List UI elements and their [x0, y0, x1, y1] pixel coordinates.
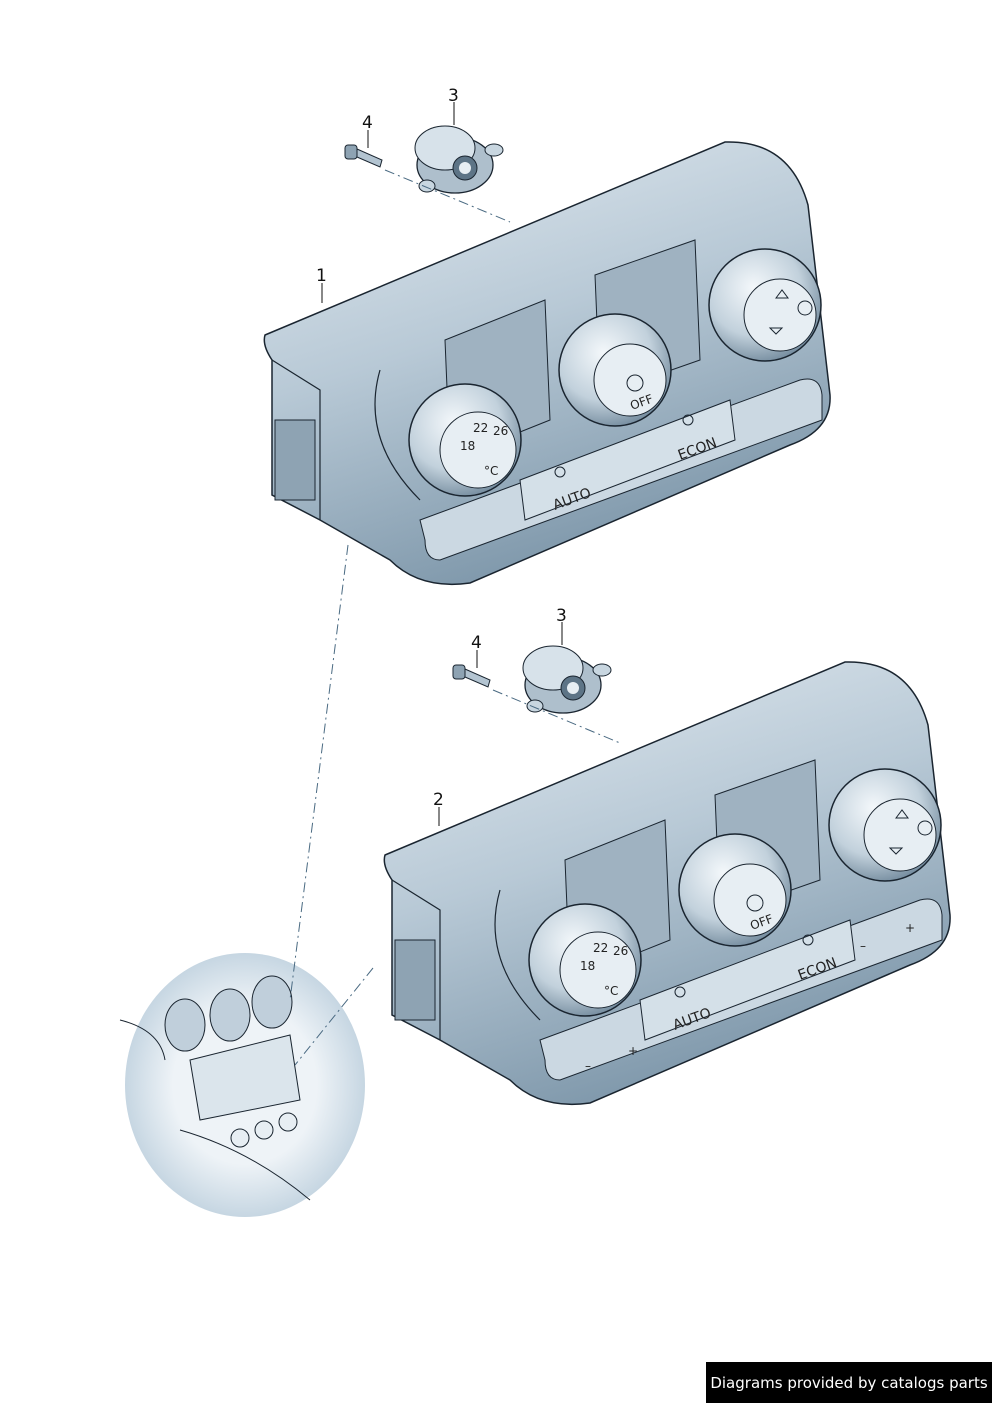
seat-heat-plus-left: +: [628, 1044, 638, 1058]
callout-3-top: 3: [448, 86, 459, 106]
screw-bottom: [452, 664, 491, 688]
installation-location-inset: [119, 953, 365, 1217]
temp-26-label: 26: [493, 424, 508, 438]
seat-heat-minus-right: –: [860, 939, 866, 953]
temp-22-label: 22: [473, 421, 488, 435]
callout-2: 2: [433, 790, 444, 810]
temperature-sensor-top: [414, 125, 504, 194]
temperature-sensor-bottom: [522, 645, 612, 714]
footer-credit: Diagrams provided by catalogs parts: [706, 1362, 992, 1403]
leader-line-2: [492, 689, 621, 744]
temp-26-label-2: 26: [613, 944, 628, 958]
temp-18-label: 18: [460, 439, 475, 453]
location-leader-line-1: [289, 544, 349, 1001]
celsius-label: °C: [484, 464, 498, 478]
climate-control-panel-2: AUTO ECON OFF 18 22 26 °C – + – +: [383, 661, 951, 1106]
location-leader-line-2: [294, 967, 374, 1066]
climate-control-panel-1: AUTO ECON OFF 18 22 26 °C: [263, 141, 831, 586]
celsius-label-2: °C: [604, 984, 618, 998]
temp-22-label-2: 22: [593, 941, 608, 955]
seat-heat-plus-right: +: [905, 921, 915, 935]
leader-line: [384, 169, 511, 223]
temp-18-label-2: 18: [580, 959, 595, 973]
callout-4-top: 4: [362, 113, 373, 133]
callout-4-bottom: 4: [471, 633, 482, 653]
seat-heat-minus-left: –: [585, 1059, 591, 1073]
callout-1: 1: [316, 266, 327, 286]
callout-3-bottom: 3: [556, 606, 567, 626]
screw-top: [344, 144, 383, 168]
